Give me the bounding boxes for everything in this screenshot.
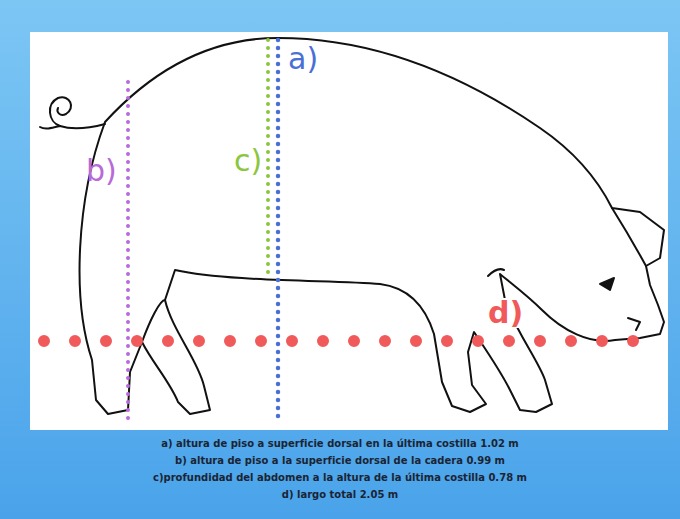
white-panel xyxy=(30,32,668,430)
pig-tail xyxy=(50,97,105,128)
pig-outline xyxy=(80,38,664,414)
measure-b xyxy=(126,82,130,424)
callout-letter: a) xyxy=(288,44,318,74)
measure-d xyxy=(44,335,662,347)
measurement-note: a) altura de piso a superficie dorsal en… xyxy=(0,438,680,450)
measure-c xyxy=(266,40,270,280)
callout-letter: c) xyxy=(234,146,262,176)
far-rear-leg xyxy=(142,300,165,342)
mouth-line xyxy=(628,318,640,330)
measurement-note: b) altura de piso a la superficie dorsal… xyxy=(0,455,680,467)
callout-letter: b) xyxy=(86,156,117,186)
measurement-note: c)profundidad del abdomen a la altura de… xyxy=(0,472,680,484)
measurement-note: d) largo total 2.05 m xyxy=(0,489,680,501)
measure-a xyxy=(276,40,281,424)
ear-line xyxy=(612,208,646,266)
eye xyxy=(600,278,614,290)
callout-letter: d) xyxy=(486,298,525,328)
tail-tip xyxy=(40,126,60,129)
front-leg-joint xyxy=(488,269,504,276)
